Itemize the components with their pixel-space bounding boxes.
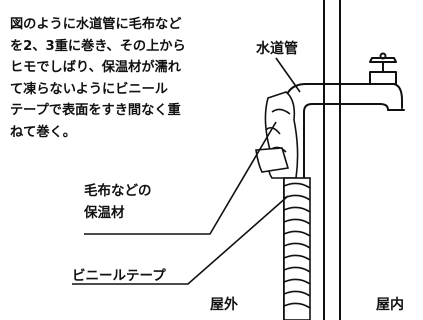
label-water-pipe: 水道管: [256, 41, 298, 57]
faucet-icon: [365, 52, 405, 111]
label-indoor: 屋内: [376, 297, 404, 313]
pipe-bend-inner: [303, 103, 373, 113]
tape-leader: [72, 195, 289, 285]
label-insulation: 毛布などの 保温材: [84, 183, 152, 221]
pipe-label-leader: [275, 57, 301, 93]
insulation-flap: [255, 147, 290, 173]
label-vinyl-tape: ビニールテープ: [72, 268, 166, 284]
vinyl-tape-wrap: [283, 177, 311, 320]
label-outdoor: 屋外: [210, 297, 238, 313]
insulation-leader: [84, 121, 277, 235]
instruction-text: 図のように水道管に毛布など を2、3重に巻き、その上から ヒモでしばり、保温材が…: [10, 17, 186, 140]
